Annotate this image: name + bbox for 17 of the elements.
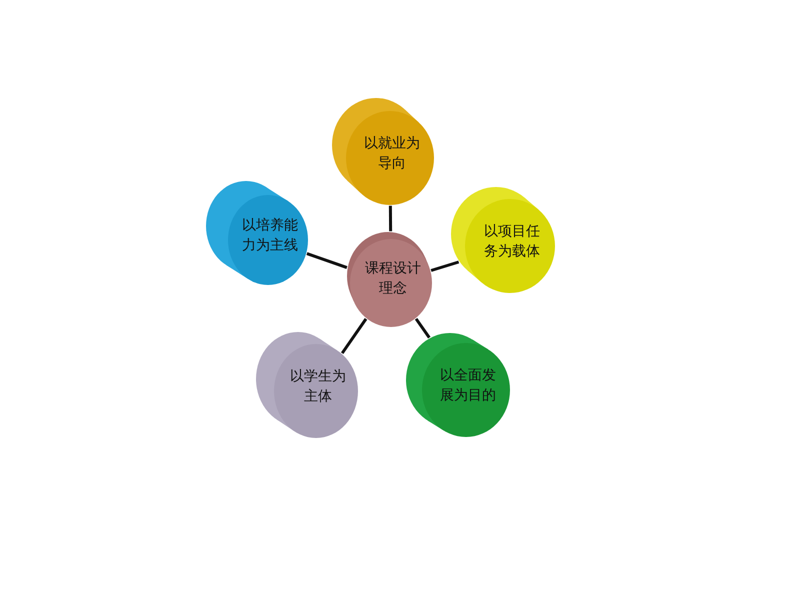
node-text: 以全面发展为目的	[439, 366, 497, 406]
node-text: 以学生为主体	[289, 368, 347, 407]
node-text: 以培养能力为主线	[241, 216, 299, 256]
cylinder	[347, 232, 432, 327]
node-text: 以就业为导向	[363, 134, 421, 174]
node-text: 以项目任务为载体	[483, 222, 541, 262]
cylinder	[406, 333, 510, 437]
connector-line	[430, 260, 460, 272]
connector-line	[414, 318, 431, 338]
cylinder	[451, 187, 555, 293]
connector-line	[388, 206, 392, 232]
connector-line	[306, 252, 348, 270]
cylinder	[332, 98, 434, 205]
connector-line	[340, 318, 368, 354]
node-text: 课程设计理念	[364, 260, 422, 299]
cylinder	[206, 181, 308, 285]
cylinder	[256, 332, 358, 438]
